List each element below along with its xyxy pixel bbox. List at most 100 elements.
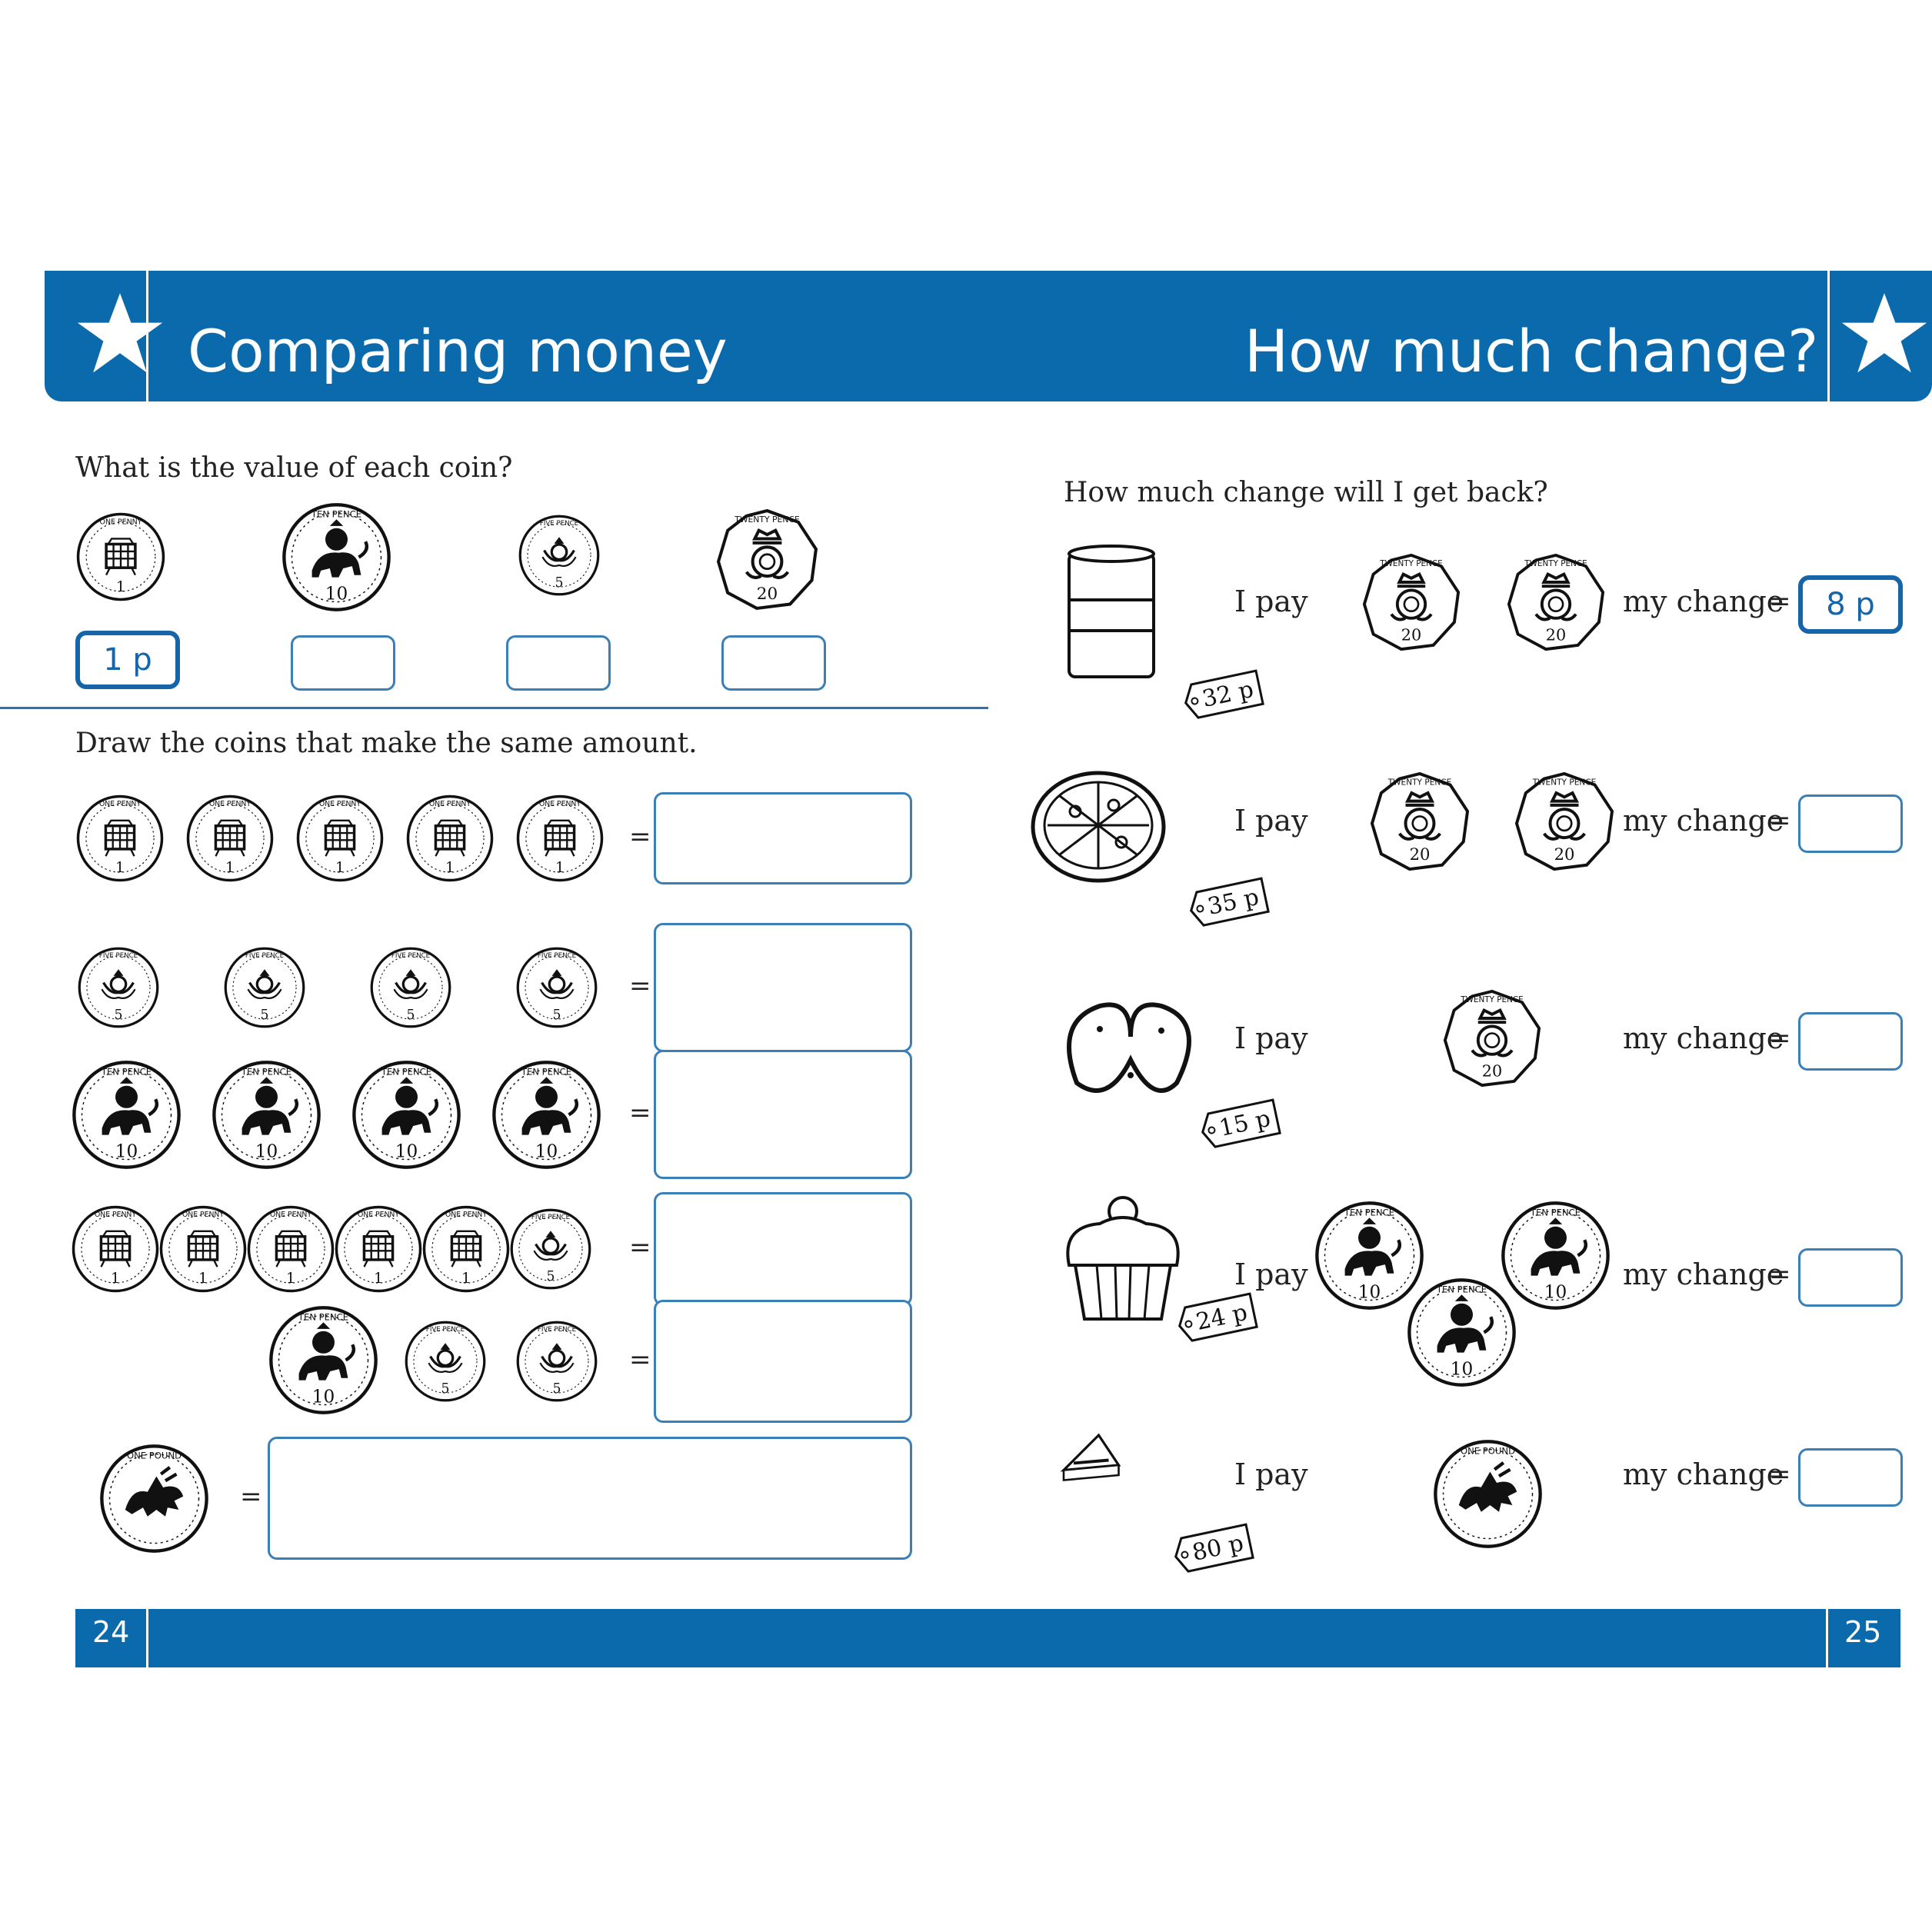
equals-sign: = xyxy=(629,971,651,1001)
i-pay-label: I pay xyxy=(1234,1257,1308,1291)
coin-rim-text: TEN PENCE xyxy=(311,508,361,519)
coin-value-text: 10 xyxy=(325,584,348,605)
one-pound-coin-icon: ONE POUND xyxy=(98,1443,210,1554)
coin-rim-text: TEN PENCE xyxy=(1530,1207,1581,1217)
coin-value-text: 10 xyxy=(1544,1282,1567,1303)
coin-value-text: 20 xyxy=(1554,844,1575,864)
change-answer-box[interactable] xyxy=(1798,1248,1903,1307)
drink-can-icon xyxy=(1054,538,1208,695)
coin-rim-text: ONE PENNY xyxy=(99,800,141,808)
coin-rim-text: FIVE PENCE xyxy=(538,1326,576,1334)
coin-value-text: 10 xyxy=(1358,1282,1381,1303)
coin-rim-text: TEN PENCE xyxy=(1344,1207,1394,1217)
draw-coins-prompt: Draw the coins that make the same amount… xyxy=(75,728,698,759)
coin-rim-text: FIVE PENCE xyxy=(426,1326,465,1334)
coin-value-text: 5 xyxy=(553,1008,561,1023)
one-pound-coin-icon: ONE POUND xyxy=(1432,1438,1544,1550)
coin-rim-text: ONE PENNY xyxy=(445,1211,487,1219)
coin-rim-text: ONE PENNY xyxy=(319,800,361,808)
coin-value-text: 5 xyxy=(407,1008,415,1023)
coin-rim-text: TEN PENCE xyxy=(381,1066,431,1077)
price-tag: 32 p xyxy=(1183,661,1275,726)
coin-rim-text: ONE POUND xyxy=(1461,1445,1515,1456)
draw-coins-answer-box[interactable] xyxy=(654,1192,912,1306)
equals-sign: = xyxy=(629,1344,651,1375)
coin-value-answer-box[interactable] xyxy=(506,635,611,691)
coin-value-text: 5 xyxy=(115,1008,123,1023)
coin-rim-text: ONE PENNY xyxy=(429,800,471,808)
coin-value-text: 1 xyxy=(198,1271,208,1287)
change-answer-box[interactable]: 8 p xyxy=(1798,575,1903,634)
answer-text xyxy=(656,794,910,882)
coin-value-text: 1 xyxy=(374,1271,383,1287)
equals-sign: = xyxy=(1769,1259,1791,1290)
page-number-left: 24 xyxy=(92,1615,130,1649)
coin-rim-text: TEN PENCE xyxy=(298,1311,348,1322)
star-icon xyxy=(1841,293,1927,373)
coin-value-text: 10 xyxy=(535,1141,558,1161)
change-answer-box[interactable] xyxy=(1798,1448,1903,1507)
coin-value-text: 1 xyxy=(225,860,235,876)
my-change-label: my change xyxy=(1623,1257,1784,1291)
coin-rim-text: TWENTY PENCE xyxy=(1387,778,1452,787)
answer-text xyxy=(1800,1014,1900,1068)
coin-value-text: 20 xyxy=(1546,625,1566,644)
draw-coins-answer-box[interactable] xyxy=(654,792,912,884)
coin-value-text: 10 xyxy=(1451,1359,1474,1380)
coin-value-text: 5 xyxy=(261,1008,269,1023)
coin-value-text: 20 xyxy=(1401,625,1421,644)
twenty-pence-coin-icon: 20 TWENTY PENCE xyxy=(1514,771,1615,872)
coin-value-text: 1 xyxy=(111,1271,120,1287)
equals-sign: = xyxy=(1769,805,1791,836)
answer-text xyxy=(508,638,608,688)
answer-text xyxy=(656,1052,910,1177)
header-divider-left xyxy=(146,271,148,401)
my-change-label: my change xyxy=(1623,585,1784,618)
coin-value-text: 10 xyxy=(255,1141,278,1161)
ten-pence-coin-icon: 10 TEN PENCE xyxy=(1314,1200,1425,1311)
coin-rim-text: FIVE PENCE xyxy=(538,952,576,960)
draw-coins-answer-box[interactable] xyxy=(654,1050,912,1179)
change-answer-box[interactable] xyxy=(1798,1012,1903,1071)
coin-rim-text: ONE POUND xyxy=(127,1450,182,1461)
coin-value-answer-box[interactable] xyxy=(291,635,395,691)
price-tag: 35 p xyxy=(1188,869,1281,934)
coin-value-text: 1 xyxy=(335,860,345,876)
coin-rim-text: TWENTY PENCE xyxy=(734,515,800,525)
coin-value-text: 10 xyxy=(395,1141,418,1161)
answer-text xyxy=(656,1302,910,1421)
coin-rim-text: TEN PENCE xyxy=(521,1066,571,1077)
change-prompt: How much change will I get back? xyxy=(1064,477,1548,508)
draw-coins-answer-box[interactable] xyxy=(654,923,912,1052)
coin-rim-text: TEN PENCE xyxy=(101,1066,152,1077)
coin-rim-text: TWENTY PENCE xyxy=(1524,559,1587,568)
draw-coins-answer-box[interactable] xyxy=(654,1300,912,1423)
change-answer-box[interactable] xyxy=(1798,794,1903,853)
one-penny-coin-icon: 1 ONE PENNY xyxy=(295,794,385,883)
coin-rim-text: TWENTY PENCE xyxy=(1532,778,1597,787)
left-page-title: Comparing money xyxy=(188,317,728,385)
draw-coins-answer-box[interactable] xyxy=(268,1437,912,1560)
coin-value-text: 1 xyxy=(461,1271,471,1287)
coin-rim-text: ONE PENNY xyxy=(270,1211,311,1219)
equals-sign: = xyxy=(629,821,651,852)
coin-value-answer-box[interactable]: 1 p xyxy=(75,631,180,689)
coin-value-text: 20 xyxy=(1482,1061,1502,1080)
coin-value-answer-box[interactable] xyxy=(721,635,826,691)
coin-rim-text: ONE PENNY xyxy=(182,1211,224,1219)
answer-text: 8 p xyxy=(1826,587,1875,622)
header-divider-right xyxy=(1827,271,1830,401)
answer-text xyxy=(656,1194,910,1304)
one-penny-coin-icon: 1 ONE PENNY xyxy=(158,1204,248,1294)
